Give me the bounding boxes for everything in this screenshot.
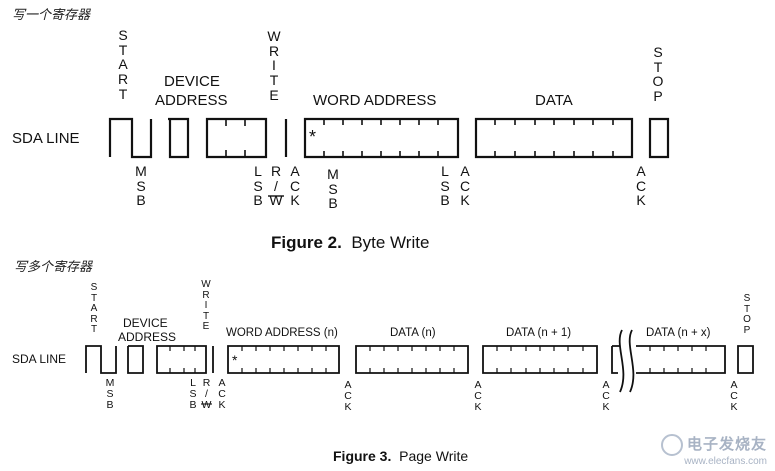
figure2-ack-3: A C K	[635, 163, 647, 209]
figure2-data-ticks	[494, 119, 614, 157]
figure2-stop-label: S T O P	[652, 44, 664, 105]
figure3-ack-3: A C K	[474, 379, 482, 414]
figure3-write-label: W R I T E	[201, 279, 211, 332]
figure3-caption: Figure 3. Page Write	[333, 448, 468, 464]
figure2-msb-1: M S B	[135, 163, 147, 209]
figure3-start-label: S T A R T	[90, 282, 98, 335]
figure3-data-nx-ticks	[649, 346, 707, 373]
figure3-ack-1: A C K	[218, 377, 226, 412]
watermark-logo-icon	[660, 434, 683, 456]
figure3-data-n-ticks	[369, 346, 455, 373]
figure2-device-label-2: ADDRESS	[155, 92, 228, 109]
figure3-rw: R / W	[201, 377, 212, 412]
figure3-data-nx-label: DATA (n + x)	[646, 327, 711, 339]
figure3-msb: M S B	[105, 377, 115, 412]
figure2-caption-text: Byte Write	[351, 233, 430, 252]
figure3-data-n1-label: DATA (n + 1)	[506, 327, 572, 339]
figure2-word-address-label: WORD ADDRESS	[313, 92, 437, 109]
figure3-ack-5: A C K	[730, 379, 738, 414]
figure3-ack-2: A C K	[344, 379, 352, 414]
figure3-device-ticks	[169, 346, 196, 373]
figure2-lsb-2: L S B	[440, 163, 450, 209]
figure3-break-mark-1	[618, 329, 625, 393]
figure2-sda-line-label: SDA LINE	[12, 130, 80, 147]
figure2-start-label: S T A R T	[117, 27, 129, 102]
figure2-lsb-1: L S B	[253, 163, 263, 209]
figure3-chinese-title: 写多个寄存器	[14, 260, 93, 275]
figure3-caption-text: Page Write	[399, 448, 469, 464]
figure3-sda-waveform	[85, 345, 754, 374]
figure3-word-address-label: WORD ADDRESS (n)	[226, 327, 338, 339]
figure3-device-label-2: ADDRESS	[118, 330, 177, 344]
figure2-caption: Figure 2. Byte Write	[271, 233, 429, 253]
figure2-chinese-title: 写一个寄存器	[12, 8, 91, 23]
figure3-stop-label: S T O P	[743, 293, 751, 336]
figure2-device-label-1: DEVICE	[164, 73, 220, 90]
figure2-sda-waveform	[108, 117, 670, 159]
figure3-lsb: L S B	[189, 377, 197, 412]
figure3-sda-line-label: SDA LINE	[12, 352, 67, 366]
figure3-ack-4: A C K	[602, 379, 610, 414]
figure3-word-ticks	[241, 346, 327, 373]
figure2-ack-2: A C K	[459, 163, 471, 209]
figure2-star: *	[309, 127, 317, 147]
watermark-url: www.elecfans.com	[684, 456, 767, 467]
figure3-caption-number: Figure 3.	[333, 448, 392, 464]
figure2-write-label: W R I T E	[267, 28, 281, 103]
figure3-data-n1-ticks	[496, 346, 584, 373]
figure2-ack-1: A C K	[289, 163, 301, 209]
watermark: 电子发烧友 www.elecfans.com	[660, 433, 767, 467]
figure3-break-mark-2	[628, 329, 635, 393]
figure2-word-ticks	[323, 119, 439, 157]
figure3-star: *	[232, 352, 238, 368]
watermark-name: 电子发烧友	[686, 435, 767, 454]
figure3-data-n-label: DATA (n)	[390, 327, 436, 339]
figure2-data-label: DATA	[535, 92, 573, 109]
figure2-caption-number: Figure 2.	[271, 233, 342, 252]
figure2-msb-2: M S B	[327, 166, 339, 212]
figure3-device-label-1: DEVICE	[123, 316, 168, 330]
